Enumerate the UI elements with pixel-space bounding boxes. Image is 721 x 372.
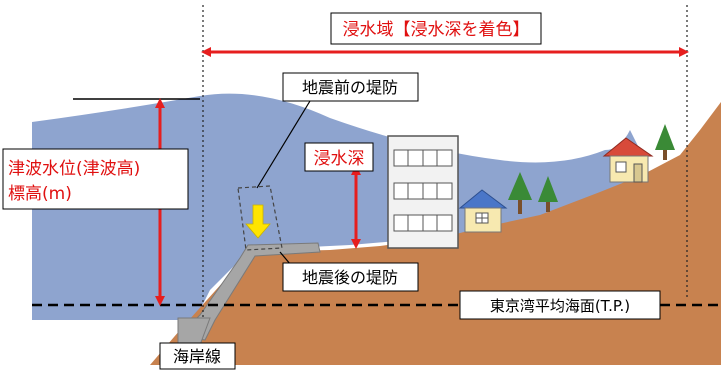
tsunami-height-label-line1: 津波水位(津波高) xyxy=(8,159,140,179)
tree-icon xyxy=(508,124,675,214)
coastline-label: 海岸線 xyxy=(173,347,221,366)
dike-before-leader xyxy=(256,100,311,189)
dike-before-outline xyxy=(237,185,283,251)
tsunami-height-label-box xyxy=(2,148,189,210)
inundation-depth-label-box xyxy=(304,142,374,172)
house-icon xyxy=(602,137,654,183)
yellow-down-arrow-icon xyxy=(245,204,271,239)
mean-sea-level-label: 東京湾平均海面(T.P.) xyxy=(490,297,630,315)
tsunami-height-label-line2: 標高(m) xyxy=(8,184,72,204)
inundation-depth-label: 浸水深 xyxy=(314,149,365,169)
dike-before-label-box xyxy=(282,72,419,102)
building-icon xyxy=(387,135,459,249)
dike-after xyxy=(178,242,321,341)
house-icon xyxy=(458,189,508,233)
inundation-area-label: 浸水域【浸水深を着色】 xyxy=(343,20,530,40)
dike-before-label: 地震前の堤防 xyxy=(302,78,398,97)
coastline-label-box xyxy=(159,342,236,370)
dike-after-label-box xyxy=(282,262,419,292)
inundation-area-label-box xyxy=(330,12,542,45)
dike-after-label: 地震後の堤防 xyxy=(302,268,398,287)
mean-sea-level-label-box xyxy=(459,290,661,320)
